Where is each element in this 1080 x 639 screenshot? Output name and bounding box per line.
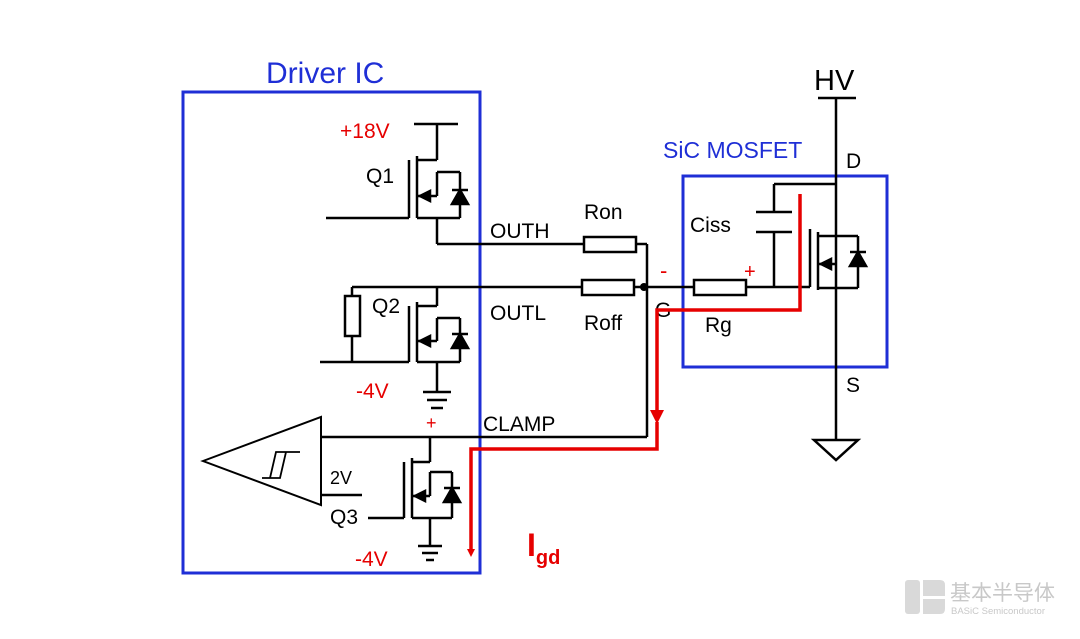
q1-transistor bbox=[326, 122, 594, 246]
igd-label: Igd bbox=[527, 527, 560, 569]
plus-rg-label: + bbox=[744, 261, 756, 283]
sic-mosfet-title: SiC MOSFET bbox=[663, 137, 802, 163]
ron-label: Ron bbox=[584, 201, 623, 224]
sic-mosfet-symbol bbox=[692, 96, 869, 462]
clamp-label: CLAMP bbox=[483, 413, 555, 436]
minus-rg-label: - bbox=[660, 258, 667, 283]
logo-en-text: BASiC Semiconductor bbox=[951, 606, 1045, 617]
neg4v-top-label: -4V bbox=[356, 380, 389, 403]
ron-resistor bbox=[582, 235, 638, 254]
igd-current-path bbox=[467, 194, 802, 557]
driver-ic-title: Driver IC bbox=[266, 57, 384, 90]
q1-label: Q1 bbox=[366, 165, 394, 188]
q2-transistor bbox=[320, 285, 581, 410]
roff-resistor bbox=[580, 278, 636, 297]
source-label: S bbox=[846, 374, 860, 397]
rg-resistor bbox=[692, 278, 748, 297]
comparator bbox=[200, 415, 322, 507]
v2-label: 2V bbox=[330, 468, 352, 488]
plus-clamp-label: + bbox=[426, 413, 437, 433]
q3-transistor bbox=[321, 437, 463, 562]
q3-label: Q3 bbox=[330, 506, 358, 529]
driver-ic-box bbox=[181, 90, 482, 575]
gate-node bbox=[640, 283, 648, 291]
outl-label: OUTL bbox=[490, 302, 546, 325]
outh-label: OUTH bbox=[490, 220, 550, 243]
v18-label: +18V bbox=[340, 120, 390, 143]
drain-label: D bbox=[846, 150, 861, 173]
gate-resistors bbox=[321, 235, 694, 439]
q2-label: Q2 bbox=[372, 295, 400, 318]
ciss-label: Ciss bbox=[690, 214, 731, 237]
roff-label: Roff bbox=[584, 312, 622, 335]
neg4v-bottom-label: -4V bbox=[355, 548, 388, 571]
logo-cn-text: 基本半导体 bbox=[950, 582, 1055, 605]
sic-mosfet-box bbox=[681, 174, 889, 369]
rg-label: Rg bbox=[705, 314, 732, 337]
hv-label: HV bbox=[814, 65, 855, 97]
company-logo: 基本半导体 BASiC Semiconductor bbox=[905, 580, 1055, 617]
igd-arrow-mid bbox=[650, 410, 664, 424]
